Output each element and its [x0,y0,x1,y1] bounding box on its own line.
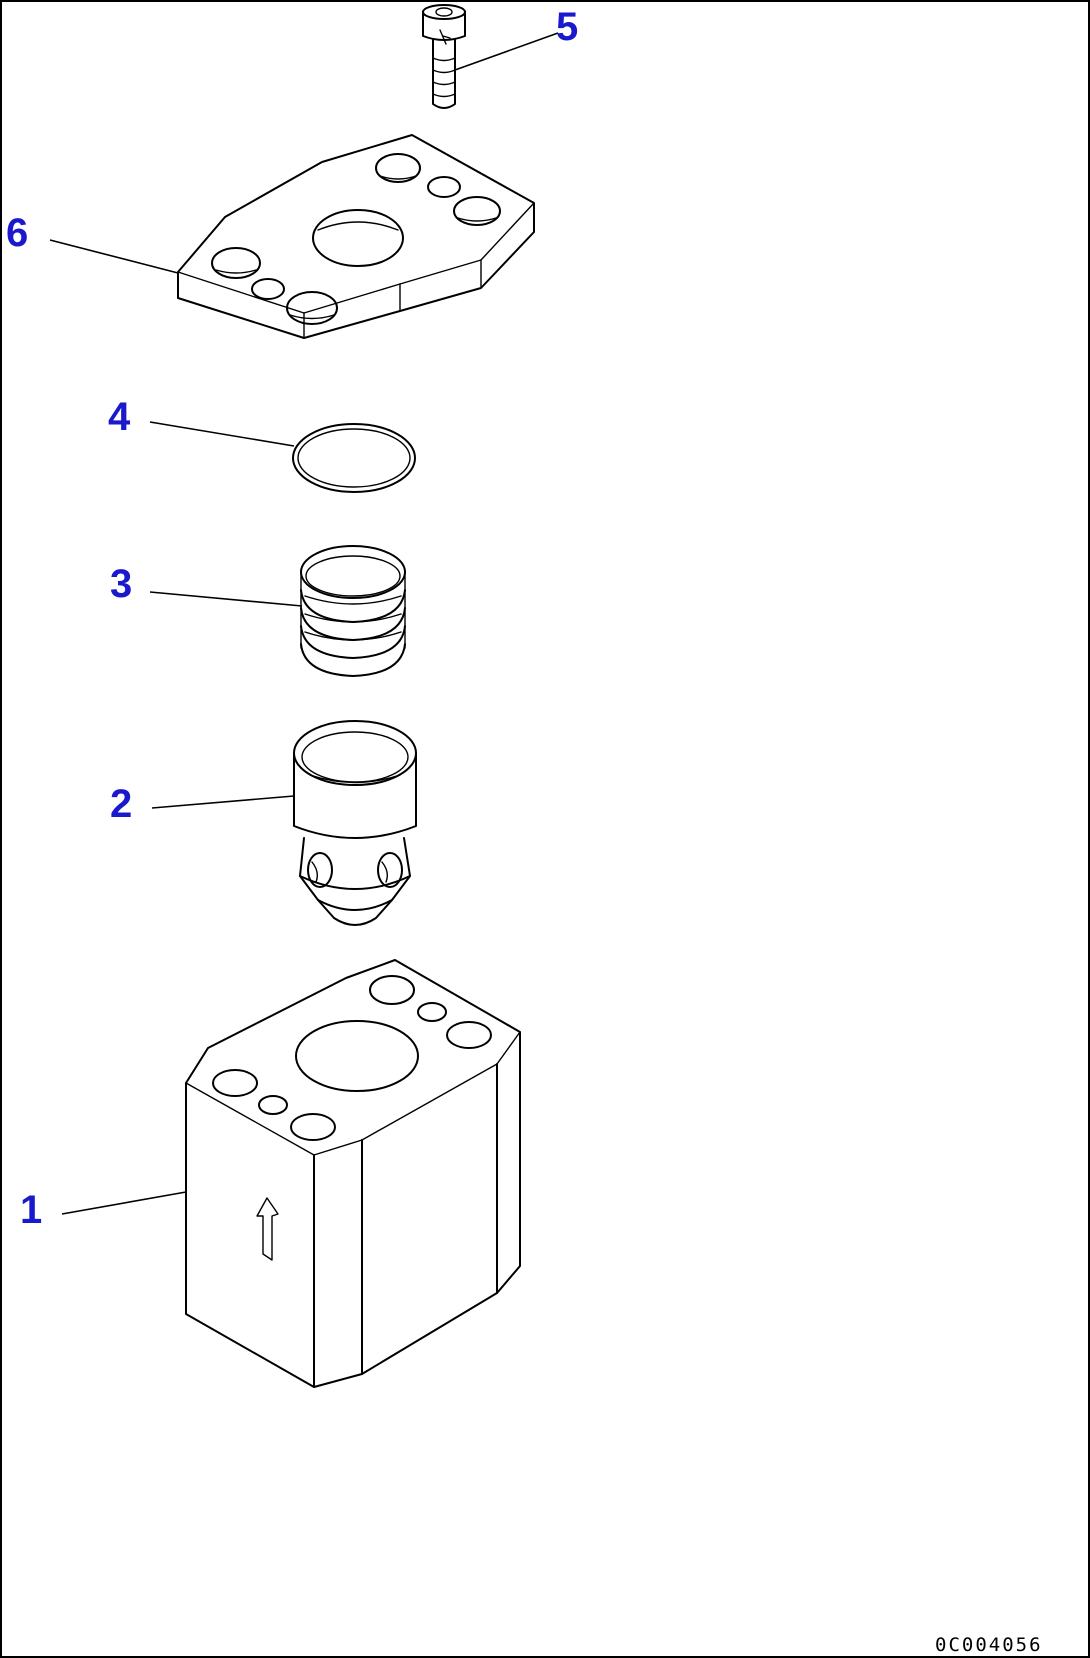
part-6-cover-plate: 6 [6,134,535,339]
part-1-valve-body: 1 [20,959,521,1388]
cover-plate-icon [177,134,535,339]
callout-6: 6 [6,211,28,255]
drawing-number: 0C004056 [935,1634,1043,1656]
part-3-spring: 3 [110,545,406,677]
part-4-o-ring: 4 [108,395,416,493]
callout-5: 5 [556,5,578,49]
callout-3: 3 [110,562,132,606]
o-ring-icon [292,423,416,493]
callout-4: 4 [108,395,131,439]
callout-1: 1 [20,1188,42,1232]
coil-spring-icon [300,545,406,677]
valve-body-block-with-arrow-icon [185,959,521,1388]
part-5-bolt: 5 [422,4,578,109]
callout-2: 2 [110,782,132,826]
socket-head-bolt-icon [422,4,466,109]
part-2-spool: 2 [110,720,417,926]
valve-spool-poppet-icon [293,720,417,926]
